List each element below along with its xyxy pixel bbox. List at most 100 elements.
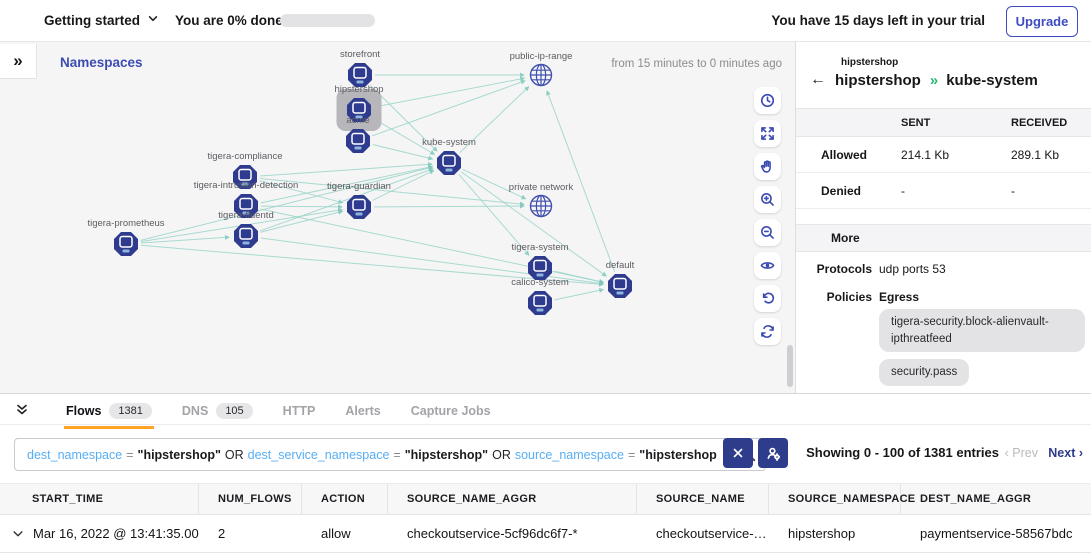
graph-node-tigera-guardian[interactable]: tigera-guardian [327, 181, 391, 219]
tab-label: Alerts [345, 404, 381, 418]
graph-edge [370, 85, 438, 152]
egress-label: Egress [879, 290, 920, 304]
time-range-label: from 15 minutes to 0 minutes ago [611, 58, 782, 70]
graph-node-label: tigera-system [511, 242, 568, 253]
tab-label: Capture Jobs [410, 404, 491, 418]
eye-button[interactable] [754, 252, 781, 279]
tab-capture-jobs[interactable]: Capture Jobs [409, 399, 493, 429]
column-header-source_namespace[interactable]: SOURCE_NAMESPACE [769, 484, 915, 514]
upgrade-button[interactable]: Upgrade [1006, 6, 1078, 37]
clock-button[interactable] [754, 87, 781, 114]
graph-node-public-ip-range[interactable]: public-ip-range [510, 51, 573, 87]
graph-node-label: storefront [340, 49, 380, 60]
flow-direction-icon: » [929, 71, 938, 89]
scrollbar-thumb[interactable] [787, 345, 793, 387]
graph-edge [140, 244, 604, 287]
zoom-in-button[interactable] [754, 186, 781, 213]
tab-label: DNS [181, 404, 209, 418]
graph-node-tigera-fluentd[interactable]: tigera-fluentd [218, 210, 274, 248]
graph-edge [140, 234, 230, 244]
next-page-button[interactable]: Next › [1048, 446, 1083, 460]
graph-node-default[interactable]: default [606, 260, 635, 298]
sidebar-expand-button[interactable]: » [0, 44, 37, 79]
col-received: RECEIVED [1011, 116, 1068, 129]
column-header-source_name[interactable]: SOURCE_NAME [637, 484, 769, 514]
cell-dest_name_aggr: paymentservice-58567bdc [920, 526, 1073, 541]
graph-edge [140, 165, 434, 241]
graph-node-label: tigera-compliance [208, 151, 283, 162]
graph-node-tigera-compliance[interactable]: tigera-compliance [208, 151, 283, 189]
row-expand-chevron-icon[interactable] [12, 528, 24, 540]
graph-node-label: tigera-intrusion-detection [194, 180, 299, 191]
chevron-down-icon [147, 13, 159, 28]
column-header-source_name_aggr[interactable]: SOURCE_NAME_AGGR [388, 484, 637, 514]
zoom-in-icon [761, 193, 774, 206]
graph-node-tigera-intrusion-detection[interactable]: tigera-intrusion-detection [194, 180, 299, 218]
query-token: source_namespace [514, 447, 624, 462]
zoom-out-button[interactable] [754, 219, 781, 246]
query-token: OR [224, 447, 244, 462]
graph-node-calico-system[interactable]: calico-system [511, 277, 569, 315]
undo-button[interactable] [754, 285, 781, 312]
column-header-dest_name_aggr[interactable]: DEST_NAME_AGGR [920, 493, 1032, 505]
details-title-dest: kube-system [946, 71, 1038, 89]
graph-node-hipstershop[interactable]: hipstershop [334, 84, 384, 131]
namespaces-graph[interactable]: storefront public-ip-range hipstershopacme… [0, 41, 795, 393]
pan-hand-button[interactable] [754, 153, 781, 180]
query-token: "hipstershop" [404, 447, 489, 462]
tab-dns[interactable]: DNS 105 [180, 399, 255, 429]
back-arrow-icon[interactable]: ← [810, 71, 826, 88]
graph-node-private-network[interactable]: private network [509, 182, 574, 218]
pan-hand-icon [760, 160, 771, 173]
query-token: = [126, 447, 134, 462]
edge-details-panel: hipstershop ← hipstershop » kube-system … [795, 41, 1091, 393]
column-header-start_time[interactable]: START_TIME [0, 484, 199, 514]
graph-edge [373, 76, 526, 108]
query-token: "hipstershop" [137, 447, 221, 462]
expand-button[interactable] [754, 120, 781, 147]
double-chevron-down-icon[interactable] [14, 399, 38, 422]
clear-query-button[interactable] [723, 438, 753, 468]
trial-countdown: You have 15 days left in your trial [771, 13, 985, 28]
graph-node-tigera-prometheus[interactable]: tigera-prometheus [87, 218, 165, 256]
graph-node-kube-system[interactable]: kube-system [422, 137, 476, 175]
user-settings-button[interactable] [758, 438, 788, 468]
graph-node-tigera-system[interactable]: tigera-system [511, 242, 569, 280]
graph-edge [460, 171, 607, 277]
divider [0, 424, 1091, 425]
tab-label: Flows [66, 404, 102, 418]
cell-source_name: checkoutservice-… [656, 526, 767, 541]
graph-edge [259, 180, 344, 205]
graph-node-label: default [606, 260, 635, 271]
getting-started-dropdown[interactable]: Getting started [44, 0, 159, 41]
tab-count-badge: 105 [216, 403, 253, 419]
graph-node-label: calico-system [511, 277, 569, 288]
policies-label: Policies [826, 290, 872, 304]
refresh-icon [761, 325, 774, 338]
protocols-label: Protocols [816, 262, 872, 276]
column-header-num_flows[interactable]: NUM_FLOWS [199, 484, 302, 514]
graph-edge [372, 170, 435, 201]
cell-source_name_aggr: checkoutservice-5cf96dc6f7-* [407, 526, 578, 541]
graph-edge [373, 203, 525, 209]
column-header-action[interactable]: ACTION [302, 484, 388, 514]
prev-page-button[interactable]: ‹ Prev [1004, 446, 1038, 460]
graph-edge [546, 90, 616, 273]
refresh-button[interactable] [754, 318, 781, 345]
graph-node-acme[interactable]: acme [346, 115, 370, 153]
graph-edge [554, 270, 605, 284]
graph-edge [259, 161, 433, 177]
expand-icon [761, 127, 774, 140]
graph-node-storefront[interactable]: storefront [340, 49, 380, 87]
tab-http[interactable]: HTTP [281, 399, 318, 429]
graph-title: Namespaces [60, 55, 143, 70]
graph-node-label: tigera-fluentd [218, 210, 273, 221]
progress-label: You are 0% done [175, 13, 283, 28]
graph-edge [371, 117, 436, 155]
graph-edge [462, 168, 527, 200]
tab-alerts[interactable]: Alerts [343, 399, 382, 429]
